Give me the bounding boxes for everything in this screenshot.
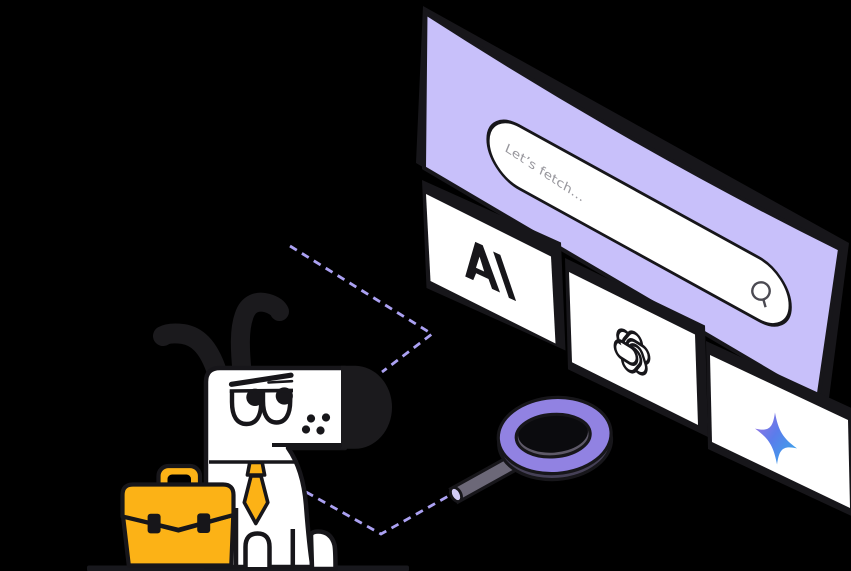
openai-logo-icon <box>613 328 651 376</box>
magnifier-ring <box>496 395 614 482</box>
provider-cards <box>422 180 851 520</box>
dog-paw <box>308 529 338 571</box>
dashed-line-bottom <box>305 490 453 536</box>
dog-tie <box>242 460 270 526</box>
briefcase-icon <box>120 463 236 568</box>
dog-eyes <box>229 387 294 427</box>
card-openai[interactable] <box>565 258 708 437</box>
briefcase-clasp-left <box>147 513 161 534</box>
dog-cheek-dots <box>301 413 331 435</box>
search-bar[interactable]: Let’s fetch... <box>486 109 792 338</box>
card-gemini[interactable] <box>706 341 851 520</box>
dog-ear-right <box>230 292 289 381</box>
anthropic-logo-icon <box>465 241 517 302</box>
dashed-line-top <box>289 244 435 374</box>
dog-eyebrows <box>228 372 294 387</box>
search-icon[interactable] <box>748 279 776 308</box>
dog-muzzle <box>341 365 392 449</box>
dog-front-leg <box>243 531 272 567</box>
search-input[interactable] <box>486 109 792 338</box>
dog-icon <box>153 292 392 571</box>
dashed-connectors <box>289 244 453 536</box>
briefcase-clasp-right <box>197 513 211 533</box>
tie-blade <box>242 474 270 526</box>
magnifying-glass-icon <box>448 395 614 505</box>
card-anthropic[interactable] <box>422 180 566 351</box>
gemini-logo-icon <box>755 412 797 465</box>
dog-ear-left <box>153 323 227 382</box>
tie-knot <box>245 460 267 477</box>
search-window: Let’s fetch... <box>416 6 849 406</box>
